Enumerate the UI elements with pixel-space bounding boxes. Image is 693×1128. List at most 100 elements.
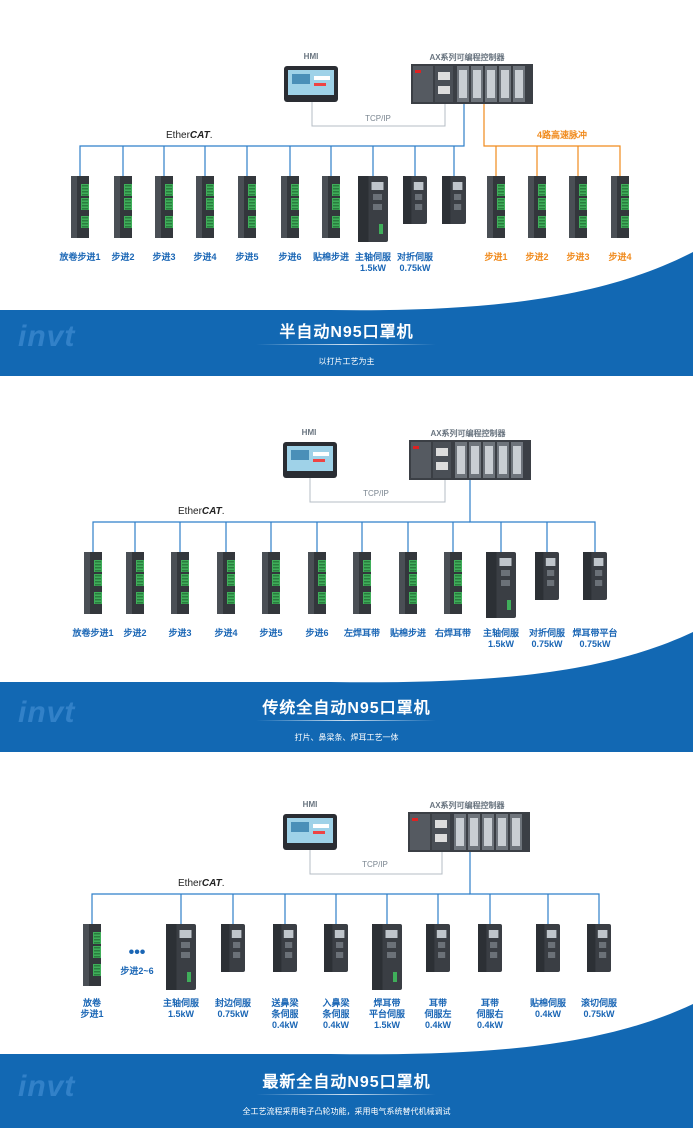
device-label: 步进2 xyxy=(111,252,135,262)
more-steppers-label: 步进2~6 xyxy=(120,966,154,976)
tcp-label: TCP/IP xyxy=(362,860,388,869)
stepper-drive-icon xyxy=(322,176,340,243)
device-label: 1.5kW xyxy=(359,263,387,273)
plc-controller-icon xyxy=(408,812,530,852)
stepper-drive-icon xyxy=(114,176,132,243)
servo-drive-icon xyxy=(273,924,297,977)
servo-drive-icon xyxy=(221,924,245,977)
device-label: 步进3 xyxy=(566,252,590,262)
servo-drive-icon xyxy=(403,176,427,229)
stepper-drive-icon xyxy=(126,552,144,619)
servo-drive-icon xyxy=(536,924,560,977)
device-label: 步进4 xyxy=(214,628,238,638)
device-label: 0.75kW xyxy=(579,639,611,649)
device-label: 0.4kW xyxy=(271,1020,299,1030)
section-title: 传统全自动N95口罩机 xyxy=(262,700,431,717)
device-label: 条伺服 xyxy=(322,1009,350,1019)
servo-drive-icon xyxy=(358,176,388,247)
section-title: 最新全自动N95口罩机 xyxy=(262,1074,431,1091)
servo-drive-icon xyxy=(587,924,611,977)
pulse-label: 4路高速脉冲 xyxy=(536,130,588,140)
device-label: 步进4 xyxy=(193,252,217,262)
device-label: 0.75kW xyxy=(399,263,431,273)
hmi-screen-icon xyxy=(284,66,338,102)
title-divider xyxy=(256,720,436,721)
hmi-screen-icon xyxy=(283,814,337,850)
stepper-drive-icon xyxy=(83,924,101,991)
section-semi-auto: HMI AX系列可编程控制器 xyxy=(0,0,693,376)
device-label: 步进6 xyxy=(305,628,329,638)
stepper-drive-icon xyxy=(238,176,256,243)
device-label: 0.75kW xyxy=(583,1009,615,1019)
section-subtitle: 打片、鼻梁条、焊耳工艺一体 xyxy=(294,733,399,742)
device-label: 0.75kW xyxy=(531,639,563,649)
device-label: 主轴伺服 xyxy=(482,628,520,638)
device-label: 焊耳带平台 xyxy=(572,628,618,638)
servo-drive-icon xyxy=(426,924,450,977)
plc-controller-icon xyxy=(411,64,533,104)
servo-drive-icon xyxy=(583,552,607,605)
section-title: 半自动N95口罩机 xyxy=(279,324,414,341)
device-label: 耳带 xyxy=(428,998,448,1008)
stepper-drive-icon xyxy=(155,176,173,243)
device-label: 左焊耳带 xyxy=(343,628,381,638)
hmi-label: HMI xyxy=(303,52,319,61)
servo-drive-icon xyxy=(442,176,466,229)
stepper-drive-icon xyxy=(262,552,280,619)
invt-logo: invt xyxy=(18,1070,76,1103)
device-label: 入鼻梁 xyxy=(322,998,350,1008)
device-label: 1.5kW xyxy=(373,1020,401,1030)
servo-drive-icon xyxy=(478,924,502,977)
stepper-drive-icon xyxy=(611,176,629,243)
section-subtitle: 全工艺流程采用电子凸轮功能，采用电气系统替代机械调试 xyxy=(242,1107,451,1116)
servo-drive-icon xyxy=(535,552,559,605)
section-subtitle: 以打片工艺为主 xyxy=(318,357,375,366)
device-label: 主轴伺服 xyxy=(354,252,392,262)
device-label: 放卷 xyxy=(82,998,102,1008)
device-label: 放卷步进1 xyxy=(72,628,114,638)
stepper-drive-icon xyxy=(71,176,89,243)
device-label: 1.5kW xyxy=(487,639,515,649)
network-lines xyxy=(92,478,596,552)
device-label: 右焊耳带 xyxy=(434,628,472,638)
diagram-background xyxy=(0,1004,693,1128)
stepper-drive-icon xyxy=(569,176,587,243)
hmi-label: HMI xyxy=(302,800,318,809)
device-label: 伺服左 xyxy=(424,1009,452,1019)
stepper-drive-icon xyxy=(308,552,326,619)
stepper-drive-icon xyxy=(444,552,462,619)
device-label: 滚切伺服 xyxy=(580,998,618,1008)
servo-drive-icon xyxy=(372,924,402,995)
device-label: 步进3 xyxy=(152,252,176,262)
plc-controller-icon xyxy=(409,440,531,480)
device-label: 步进5 xyxy=(259,628,283,638)
device-label: 平台伺服 xyxy=(368,1009,406,1019)
network-lines xyxy=(79,102,621,176)
device-label: 0.4kW xyxy=(322,1020,350,1030)
controller-label: AX系列可编程控制器 xyxy=(429,801,505,810)
stepper-drive-icon xyxy=(171,552,189,619)
device-label: 伺服右 xyxy=(476,1009,504,1019)
diagram-background xyxy=(0,632,693,752)
device-label: 1.5kW xyxy=(167,1009,195,1019)
device-label: 贴棉步进 xyxy=(389,628,427,638)
device-label: 0.75kW xyxy=(217,1009,249,1019)
servo-drive-icon xyxy=(166,924,196,995)
section-latest-auto: HMI AX系列可编程控制器 xyxy=(0,752,693,1128)
device-label: 步进6 xyxy=(278,252,302,262)
device-label: 主轴伺服 xyxy=(162,998,200,1008)
title-divider xyxy=(256,1094,436,1095)
device-label: 耳带 xyxy=(480,998,500,1008)
stepper-drive-icon xyxy=(353,552,371,619)
device-label: 步进2 xyxy=(525,252,549,262)
controller-label: AX系列可编程控制器 xyxy=(429,53,505,62)
invt-logo: invt xyxy=(18,320,76,353)
tcp-label: TCP/IP xyxy=(363,489,389,498)
device-label: 0.4kW xyxy=(476,1020,504,1030)
device-label: 送鼻梁 xyxy=(271,998,299,1008)
section-traditional-auto: HMI AX系列可编程控制器 xyxy=(0,376,693,752)
device-label: 贴棉步进 xyxy=(312,252,350,262)
controller-label: AX系列可编程控制器 xyxy=(430,429,506,438)
ethercat-logo: EtherCAT. xyxy=(166,130,213,141)
device-label: 封边伺服 xyxy=(214,998,252,1008)
